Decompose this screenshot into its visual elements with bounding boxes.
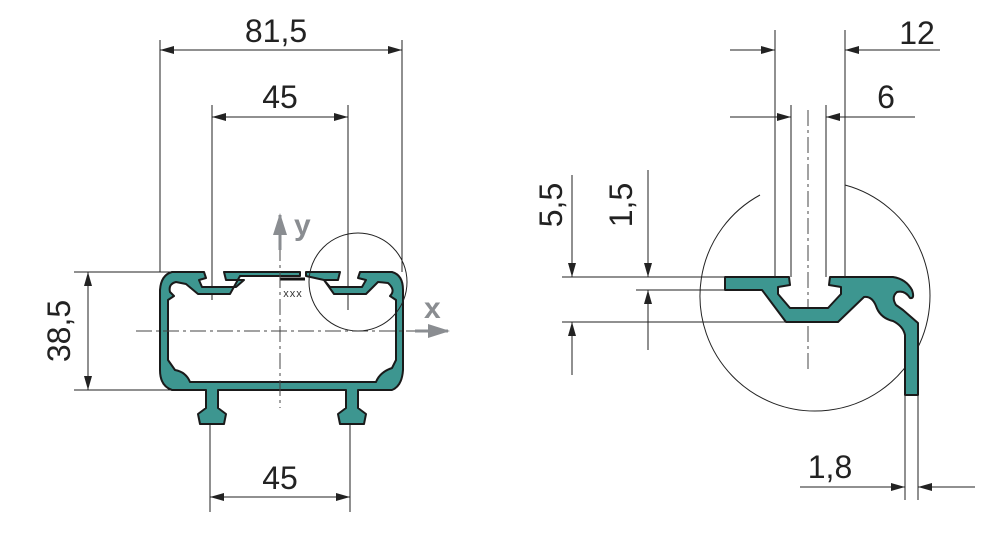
dimension-height: 38,5 xyxy=(41,271,175,391)
slot-depth-label: 5,5 xyxy=(533,183,569,227)
dimension-top-wall: 1,5 xyxy=(603,170,725,350)
y-axis-label: y xyxy=(294,209,311,242)
main-view: 81,5 45 45 38,5 xyxy=(41,13,450,512)
dimension-bottom-foot-spacing: 45 xyxy=(209,400,351,512)
bottom-foot-spacing-label: 45 xyxy=(262,460,298,496)
profile-section: xxx xyxy=(159,271,404,425)
top-slot-spacing-label: 45 xyxy=(262,79,298,115)
dimension-slot-opening: 6 xyxy=(730,79,915,277)
dimension-slot-depth: 5,5 xyxy=(533,175,790,375)
marking-label: xxx xyxy=(283,288,303,300)
detail-callout-circle xyxy=(308,232,408,332)
dimension-width: 81,5 xyxy=(159,13,403,272)
detail-profile-section xyxy=(724,276,919,396)
detail-circle xyxy=(699,184,931,412)
detail-view: 12 6 5,5 1,5 xyxy=(533,15,975,500)
slot-outer-width-label: 12 xyxy=(899,15,935,51)
slot-opening-label: 6 xyxy=(877,79,895,115)
width-label: 81,5 xyxy=(245,13,307,49)
x-axis-label: x xyxy=(424,292,441,325)
height-label: 38,5 xyxy=(41,300,77,362)
coordinate-axes: y x xyxy=(136,209,450,408)
dimension-side-wall: 1,8 xyxy=(800,395,975,500)
dimension-slot-outer-width: 12 xyxy=(730,15,940,277)
side-wall-label: 1,8 xyxy=(808,449,852,485)
top-wall-label: 1,5 xyxy=(603,183,639,227)
dimension-top-slot-spacing: 45 xyxy=(211,79,349,310)
